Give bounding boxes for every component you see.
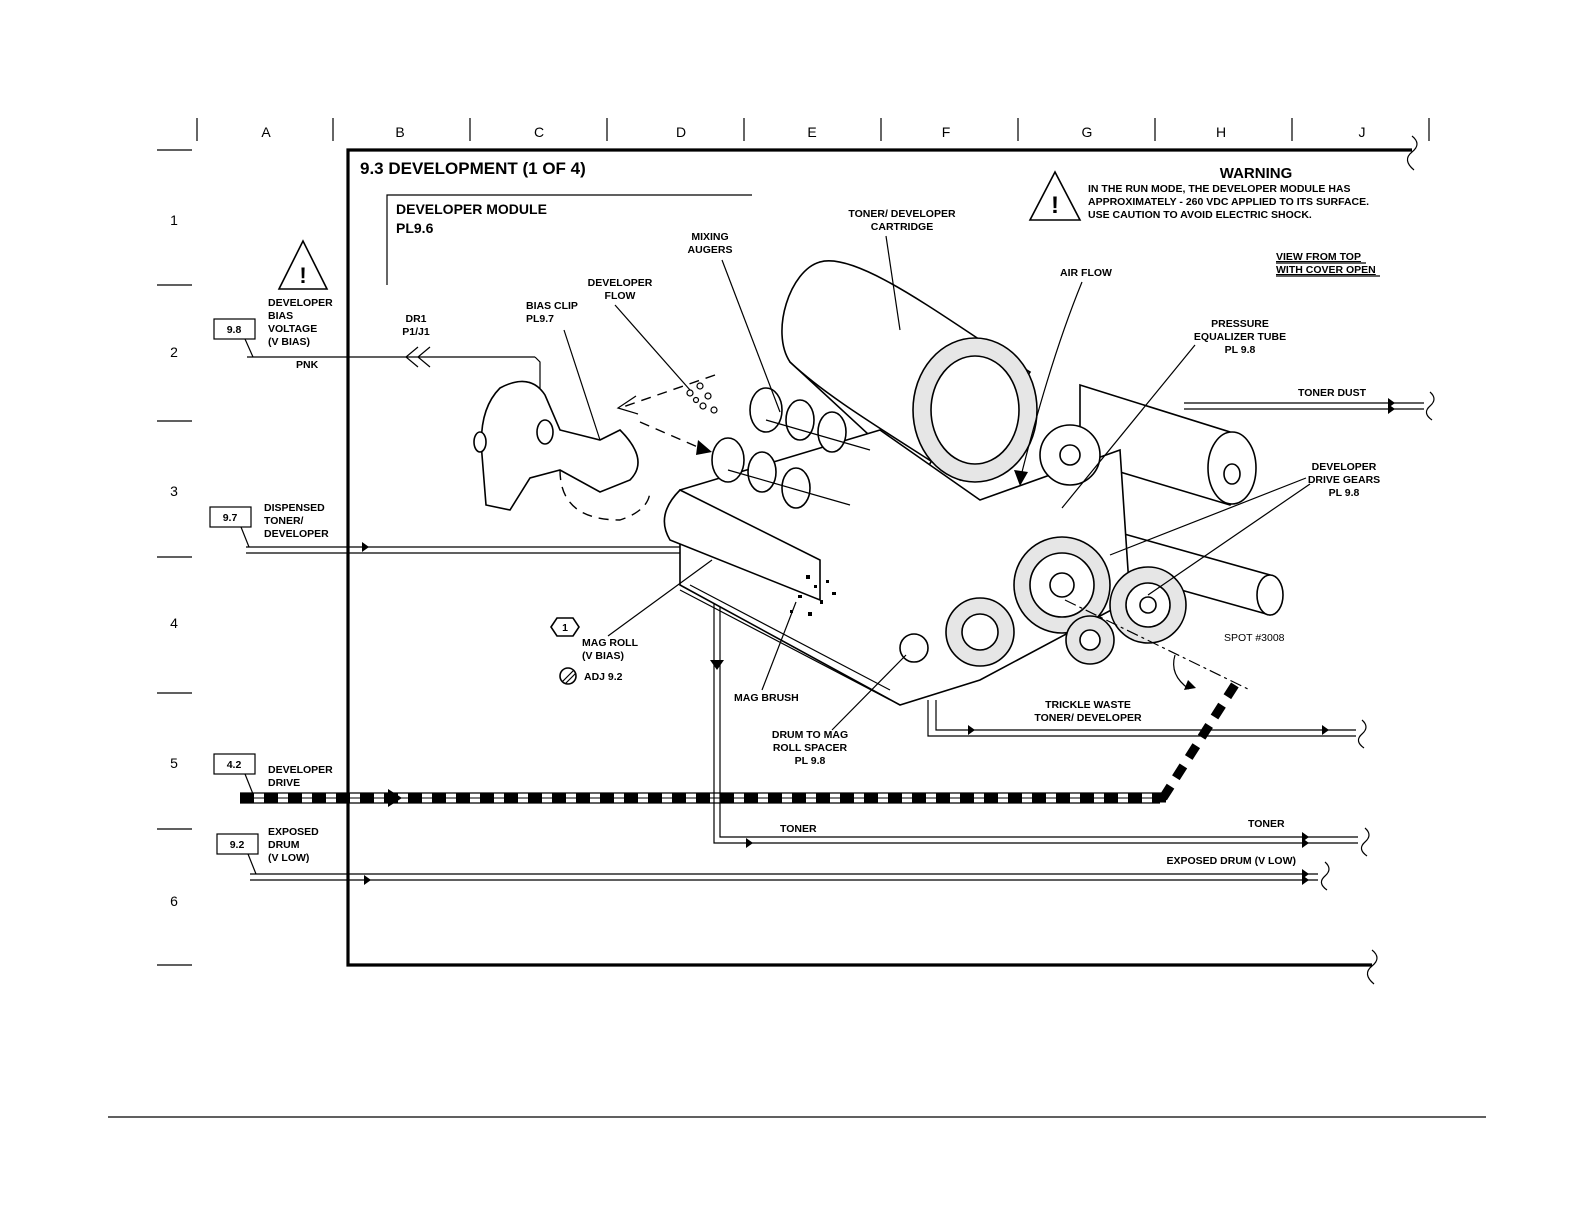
ref-box-9-7 <box>209 506 252 528</box>
ref-4-2: 4.2 <box>227 759 242 771</box>
pressure-tube-line-3: PL 9.8 <box>1225 344 1256 356</box>
row-header: 1 2 3 4 5 6 <box>157 149 192 966</box>
trickle-waste-line: TRICKLE WASTE TONER/ DEVELOPER <box>927 699 1367 749</box>
row-label-4: 4 <box>170 615 178 631</box>
col-label-b: B <box>395 124 404 140</box>
callouts: BIAS CLIP PL9.7 DEVELOPER FLOW MIXING AU… <box>526 208 1380 767</box>
toner-dust-label: TONER DUST <box>1298 387 1367 399</box>
cartridge-line-2: CARTRIDGE <box>871 221 933 233</box>
bias-clip-line-1: BIAS CLIP <box>526 300 578 312</box>
air-flow-label: AIR FLOW <box>1060 267 1112 279</box>
cartridge-line-1: TONER/ DEVELOPER <box>848 208 956 220</box>
drive-line-1: DEVELOPER <box>268 764 333 776</box>
row-label-1: 1 <box>170 212 178 228</box>
mag-roll-line-2: (V BIAS) <box>582 650 624 662</box>
spacer-line-2: ROLL SPACER <box>773 742 848 754</box>
bias-line-3: VOLTAGE <box>268 323 317 335</box>
toner-label-left: TONER <box>780 823 817 835</box>
trickle-line-1: TRICKLE WASTE <box>1045 699 1131 711</box>
spacer-line-3: PL 9.8 <box>795 755 826 767</box>
exposed-line-1: EXPOSED <box>268 826 319 838</box>
mixing-augers-line-1: MIXING <box>691 231 728 243</box>
module-part: PL9.6 <box>396 220 434 236</box>
trickle-line-2: TONER/ DEVELOPER <box>1034 712 1142 724</box>
warning-exclaim-icon: ! <box>1051 192 1059 219</box>
adjustment-label: ADJ 9.2 <box>584 671 623 683</box>
pressure-tube-line-2: EQUALIZER TUBE <box>1194 331 1286 343</box>
module-callout: DEVELOPER MODULE PL9.6 <box>386 194 752 285</box>
warning-block: ! WARNING IN THE RUN MODE, THE DEVELOPER… <box>1028 165 1369 221</box>
exposed-line-2: DRUM <box>268 839 300 851</box>
bias-line-1: DEVELOPER <box>268 297 333 309</box>
developer-flow-line-2: FLOW <box>605 290 636 302</box>
col-label-c: C <box>534 124 544 140</box>
warning-line-3: USE CAUTION TO AVOID ELECTRIC SHOCK. <box>1088 209 1312 221</box>
ref-9-8: 9.8 <box>227 324 242 336</box>
bias-warning-triangle-icon <box>277 239 329 290</box>
module-name: DEVELOPER MODULE <box>396 201 547 217</box>
col-label-h: H <box>1216 124 1226 140</box>
toner-dust-line: TONER DUST <box>1184 387 1435 421</box>
toner-line: TONER TONER <box>710 575 1370 857</box>
developer-module-illustration <box>473 259 1284 706</box>
ref-box-9-2 <box>216 833 259 855</box>
col-label-a: A <box>261 124 271 140</box>
bias-line-2: BIAS <box>268 310 293 322</box>
spacer-line-1: DRUM TO MAG <box>772 729 848 741</box>
exposed-drum-output-label: EXPOSED DRUM (V LOW) <box>1166 855 1296 867</box>
page-title: 9.3 DEVELOPMENT (1 OF 4) <box>360 159 586 178</box>
row-label-3: 3 <box>170 483 178 499</box>
connector-line-2: P1/J1 <box>402 326 430 338</box>
drive-gears-line-2: DRIVE GEARS <box>1308 474 1380 486</box>
bias-clip-line-2: PL9.7 <box>526 313 554 325</box>
ref-box-4-2 <box>213 753 256 775</box>
warning-line-2: APPROXIMATELY - 260 VDC APPLIED TO ITS S… <box>1088 196 1369 208</box>
ref-box-9-8 <box>213 318 256 340</box>
row-label-6: 6 <box>170 893 178 909</box>
column-header: A B C D E F G H J <box>196 118 1430 141</box>
bias-wire-color: PNK <box>296 359 319 371</box>
input-developer-drive: 4.2 DEVELOPER DRIVE <box>213 677 1242 807</box>
drive-gears-line-3: PL 9.8 <box>1329 487 1360 499</box>
hex-ref-number: 1 <box>562 622 568 634</box>
diagram-frame <box>346 135 1418 985</box>
col-label-g: G <box>1082 124 1093 140</box>
warning-triangle-icon <box>1028 170 1082 221</box>
dispensed-line-2: TONER/ <box>264 515 304 527</box>
pressure-tube-line-1: PRESSURE <box>1211 318 1269 330</box>
mixing-augers-line-2: AUGERS <box>688 244 733 256</box>
col-label-j: J <box>1359 124 1366 140</box>
row-label-5: 5 <box>170 755 178 771</box>
developer-flow-line-1: DEVELOPER <box>588 277 653 289</box>
input-dispensed-toner: 9.7 DISPENSED TONER/ DEVELOPER <box>209 502 707 554</box>
exposed-line-3: (V LOW) <box>268 852 309 864</box>
mag-brush-label: MAG BRUSH <box>734 692 799 704</box>
ref-9-2: 9.2 <box>230 839 245 851</box>
warning-heading: WARNING <box>1220 165 1293 182</box>
dispensed-line-1: DISPENSED <box>264 502 325 514</box>
bias-warning-exclaim-icon: ! <box>299 263 306 288</box>
hex-ref-icon <box>550 617 580 637</box>
toner-label-right: TONER <box>1248 818 1285 830</box>
input-exposed-drum: 9.2 EXPOSED DRUM (V LOW) EXPOSED DRUM (V… <box>216 826 1330 891</box>
mag-brush-speckle <box>790 575 836 616</box>
row-label-2: 2 <box>170 344 178 360</box>
ref-9-7: 9.7 <box>223 512 238 524</box>
col-label-e: E <box>807 124 816 140</box>
spot-label: SPOT #3008 <box>1224 632 1285 644</box>
bias-line-4: (V BIAS) <box>268 336 310 348</box>
mag-roll-line-1: MAG ROLL <box>582 637 639 649</box>
col-label-d: D <box>676 124 686 140</box>
view-note-line-1: VIEW FROM TOP <box>1276 251 1361 263</box>
warning-line-1: IN THE RUN MODE, THE DEVELOPER MODULE HA… <box>1088 183 1351 195</box>
col-label-f: F <box>942 124 951 140</box>
drive-line-2: DRIVE <box>268 777 300 789</box>
dispensed-line-3: DEVELOPER <box>264 528 329 540</box>
drive-gears-line-1: DEVELOPER <box>1312 461 1377 473</box>
view-note-line-2: WITH COVER OPEN <box>1276 264 1376 276</box>
connector-line-1: DR1 <box>405 313 426 325</box>
